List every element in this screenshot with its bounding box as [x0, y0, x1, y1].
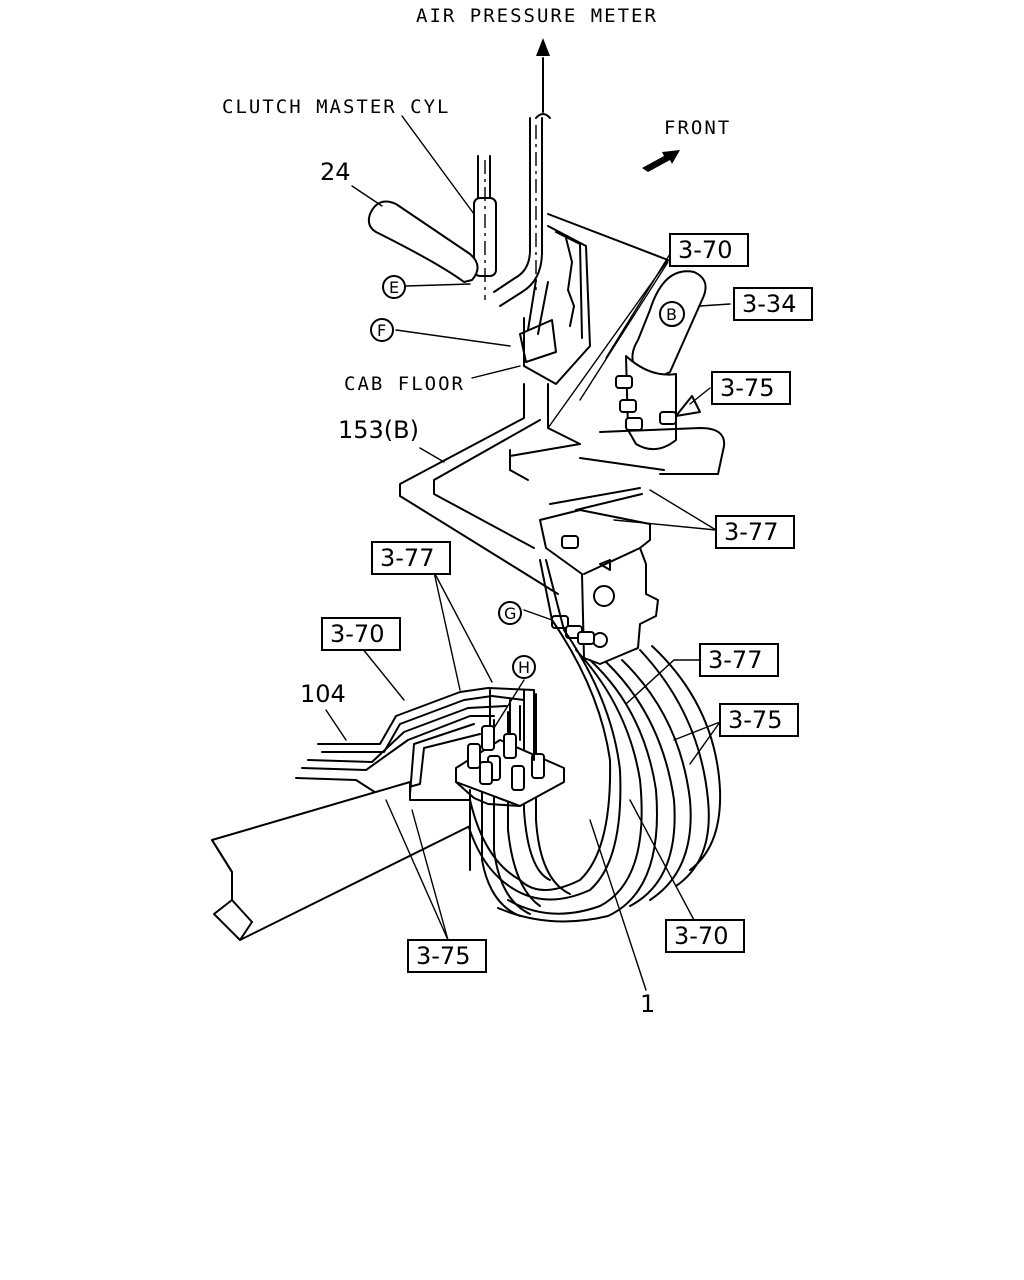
front-arrow	[642, 150, 680, 172]
manifold-h	[455, 689, 565, 807]
ref-box-3-75-bottom[interactable]: 3-75	[407, 939, 487, 973]
clutch-bracket	[519, 225, 591, 385]
ref-box-3-75-right-mid[interactable]: 3-75	[719, 703, 799, 737]
svg-text:B: B	[666, 305, 677, 324]
ref-box-3-77-right-upper[interactable]: 3-77	[715, 515, 795, 549]
svg-text:E: E	[389, 278, 399, 297]
ref-box-3-75-right-top[interactable]: 3-75	[711, 371, 791, 405]
part-number-1: 1	[640, 990, 655, 1018]
circle-ref-f: F	[370, 318, 394, 342]
svg-text:H: H	[518, 658, 530, 677]
ref-box-3-77-right-mid[interactable]: 3-77	[699, 643, 779, 677]
svg-text:3-34: 3-34	[742, 290, 796, 318]
svg-text:3-70: 3-70	[330, 620, 384, 648]
label-cab-floor: CAB FLOOR	[344, 373, 465, 395]
arrow-front-icon	[642, 150, 680, 172]
part-number-24: 24	[320, 158, 351, 186]
center-bracket	[539, 487, 659, 665]
svg-text:F: F	[377, 321, 386, 340]
frame-rail	[211, 781, 471, 941]
ref-box-3-34[interactable]: 3-34	[733, 287, 813, 321]
cab-floor	[399, 213, 669, 595]
pipe-bundle	[461, 559, 722, 923]
ref-box-3-70-left[interactable]: 3-70	[321, 617, 401, 651]
part-number-153b: 153(B)	[338, 416, 419, 444]
svg-text:3-70: 3-70	[674, 922, 728, 950]
circle-ref-h: H	[512, 655, 536, 679]
label-front: FRONT	[664, 117, 731, 139]
svg-text:3-75: 3-75	[720, 374, 774, 402]
air-pressure-line	[493, 38, 551, 307]
clutch-master-cylinder	[401, 115, 497, 300]
left-pipes	[295, 687, 535, 799]
svg-text:3-77: 3-77	[708, 646, 762, 674]
ref-box-3-77-left[interactable]: 3-77	[371, 541, 451, 575]
svg-text:3-70: 3-70	[678, 236, 732, 264]
relay-valve-b	[579, 270, 726, 475]
label-air-pressure-meter: AIR PRESSURE METER	[416, 5, 658, 27]
svg-text:3-75: 3-75	[728, 706, 782, 734]
ref-box-3-70-top[interactable]: 3-70	[669, 233, 749, 267]
svg-text:G: G	[504, 604, 516, 623]
svg-text:3-77: 3-77	[380, 544, 434, 572]
leader-lines	[325, 253, 731, 991]
circle-ref-e: E	[382, 275, 406, 299]
circle-ref-b: B	[659, 301, 685, 327]
svg-text:3-75: 3-75	[416, 942, 470, 970]
pedal-24	[351, 185, 479, 283]
label-clutch-master-cyl: CLUTCH MASTER CYL	[222, 96, 450, 118]
circle-ref-g: G	[498, 601, 522, 625]
ref-box-3-70-bottom[interactable]: 3-70	[665, 919, 745, 953]
svg-text:3-77: 3-77	[724, 518, 778, 546]
upper-fittings	[551, 375, 701, 645]
part-number-104: 104	[300, 680, 346, 708]
